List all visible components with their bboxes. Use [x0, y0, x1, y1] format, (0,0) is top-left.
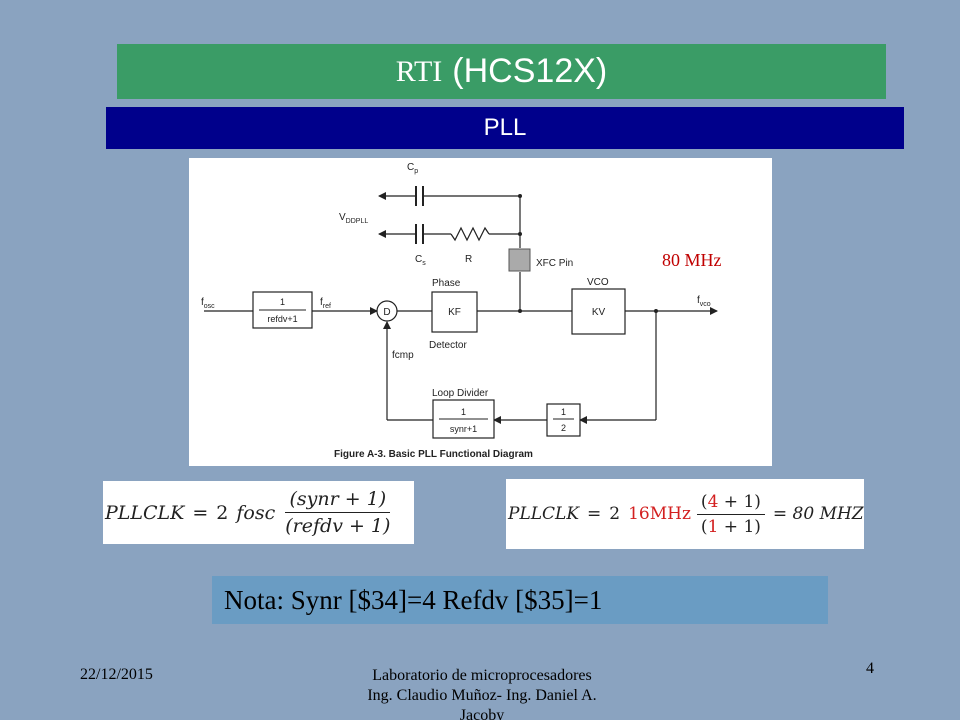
resistor: [450, 226, 490, 242]
cp-label: Cp: [407, 162, 418, 175]
phase-label: Phase: [432, 278, 461, 289]
page-number: 4: [866, 660, 874, 677]
xfc-pin: [508, 248, 531, 272]
title-prefix: RTI: [395, 54, 443, 88]
svg-text:1: 1: [280, 297, 285, 307]
vco-label: VCO: [587, 277, 609, 288]
formula-lhs: PLLCLK: [105, 501, 185, 524]
vddpll-label: VDDPLL: [339, 212, 368, 225]
svg-text:synr+1: synr+1: [450, 424, 477, 434]
svg-text:1: 1: [561, 407, 566, 417]
register-note: Nota: Synr [$34]=4 Refdv [$35]=1: [212, 576, 828, 624]
example-fraction: (4 + 1) (1 + 1): [696, 492, 765, 537]
osc-frequency: 16MHz: [628, 504, 691, 524]
svg-text:KF: KF: [448, 307, 461, 318]
fref-label: fref: [320, 297, 331, 310]
fosc-label: fosc: [201, 297, 215, 310]
figure-caption: Figure A-3. Basic PLL Functional Diagram: [334, 449, 533, 460]
phase-detector-block: [431, 291, 478, 333]
fcmp-label: fcmp: [392, 350, 414, 361]
slide-title: RTI (HCS12X): [117, 44, 886, 99]
formula-result: = 80 MHZ: [772, 504, 864, 524]
svg-text:1: 1: [461, 407, 466, 417]
frequency-annotation: 80 MHz: [662, 250, 722, 270]
svg-text:KV: KV: [592, 307, 606, 318]
formula-fraction: (synr + 1) (refdv + 1): [285, 488, 391, 537]
detector-label: Detector: [429, 340, 467, 351]
title-suffix: (HCS12X): [452, 52, 608, 90]
svg-text:D: D: [383, 307, 390, 318]
svg-text:refdv+1: refdv+1: [267, 314, 297, 324]
pll-diagram: Cp VDDPLL Cs R XFC Pin fosc 1 refdv+1 fr…: [189, 158, 772, 466]
pllclk-example-formula: PLLCLK = 2 16MHz (4 + 1) (1 + 1) = 80 MH…: [506, 479, 864, 549]
slide-subtitle: PLL: [106, 107, 904, 149]
xfc-label: XFC Pin: [536, 258, 573, 269]
vco-block: [571, 288, 626, 335]
footer-credits: Laboratorio de microprocesadores Ing. Cl…: [367, 667, 597, 720]
r-label: R: [465, 254, 472, 265]
svg-text:2: 2: [561, 423, 566, 433]
loop-divider-label: Loop Divider: [432, 388, 489, 399]
footer-date: 22/12/2015: [80, 666, 153, 683]
pllclk-general-formula: PLLCLK = 2 fosc (synr + 1) (refdv + 1): [103, 481, 414, 544]
cs-label: Cs: [415, 254, 426, 267]
half-divider-block: [546, 403, 581, 437]
fvco-label: fvco: [697, 295, 711, 308]
